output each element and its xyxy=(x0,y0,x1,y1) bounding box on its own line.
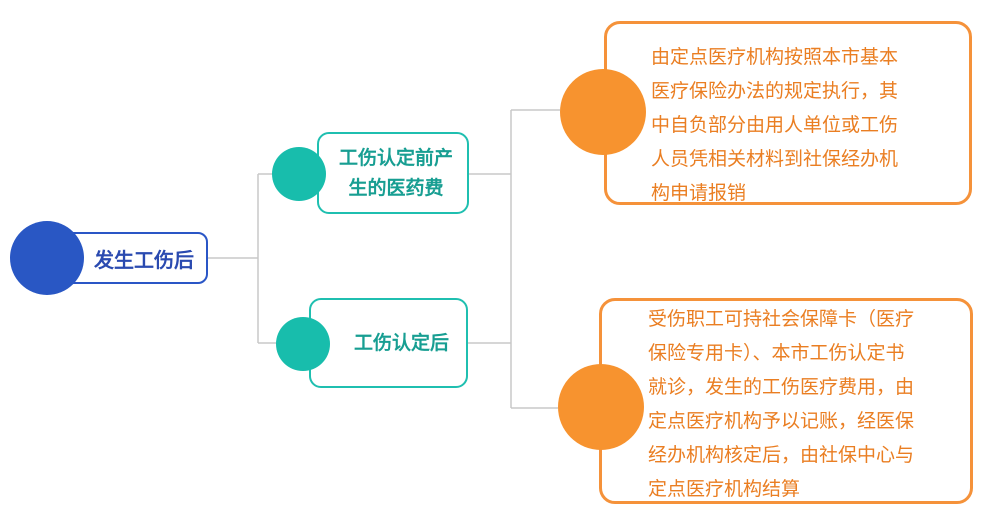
root-node-circle xyxy=(10,221,84,295)
branch-node-post-determination: 工伤认定后 xyxy=(309,298,468,388)
branch-label-line: 生的医药费 xyxy=(348,177,444,199)
detail-text-line: 中自负部分由用人单位或工伤 xyxy=(651,114,899,136)
detail-text-line: 保险专用卡）、本市工伤认定书 xyxy=(648,342,905,364)
branch-node-circle xyxy=(272,147,326,201)
detail-text-line: 人员凭相关材料到社保经办机 xyxy=(651,148,899,170)
detail-text-line: 医疗保险办法的规定执行，其 xyxy=(651,80,899,102)
detail-node-circle xyxy=(558,364,644,450)
detail-node-pre-determination: 由定点医疗机构按照本市基本 医疗保险办法的规定执行，其 中自负部分由用人单位或工… xyxy=(604,21,972,205)
detail-text-line: 受伤职工可持社会保障卡（医疗 xyxy=(648,308,915,330)
branch-label-line: 工伤认定后 xyxy=(353,332,449,354)
root-node-label: 发生工伤后 xyxy=(94,247,194,272)
detail-node-post-determination: 受伤职工可持社会保障卡（医疗 保险专用卡）、本市工伤认定书 就诊，发生的工伤医疗… xyxy=(599,298,973,504)
branch-label-line: 工伤认定前产 xyxy=(338,147,453,169)
detail-text-line: 定点医疗机构予以记账，经医保 xyxy=(648,410,915,432)
branch-node-pre-determination: 工伤认定前产 生的医药费 xyxy=(317,132,469,214)
detail-text-line: 定点医疗机构结算 xyxy=(648,478,801,500)
detail-node-circle xyxy=(560,69,646,155)
detail-text-line: 经办机构核定后，由社保中心与 xyxy=(648,444,915,466)
detail-text-line: 就诊，发生的工伤医疗费用，由 xyxy=(648,376,915,398)
detail-text-line: 由定点医疗机构按照本市基本 xyxy=(651,46,899,68)
branch-node-circle xyxy=(276,317,330,371)
detail-text-line: 构申请报销 xyxy=(651,182,747,204)
